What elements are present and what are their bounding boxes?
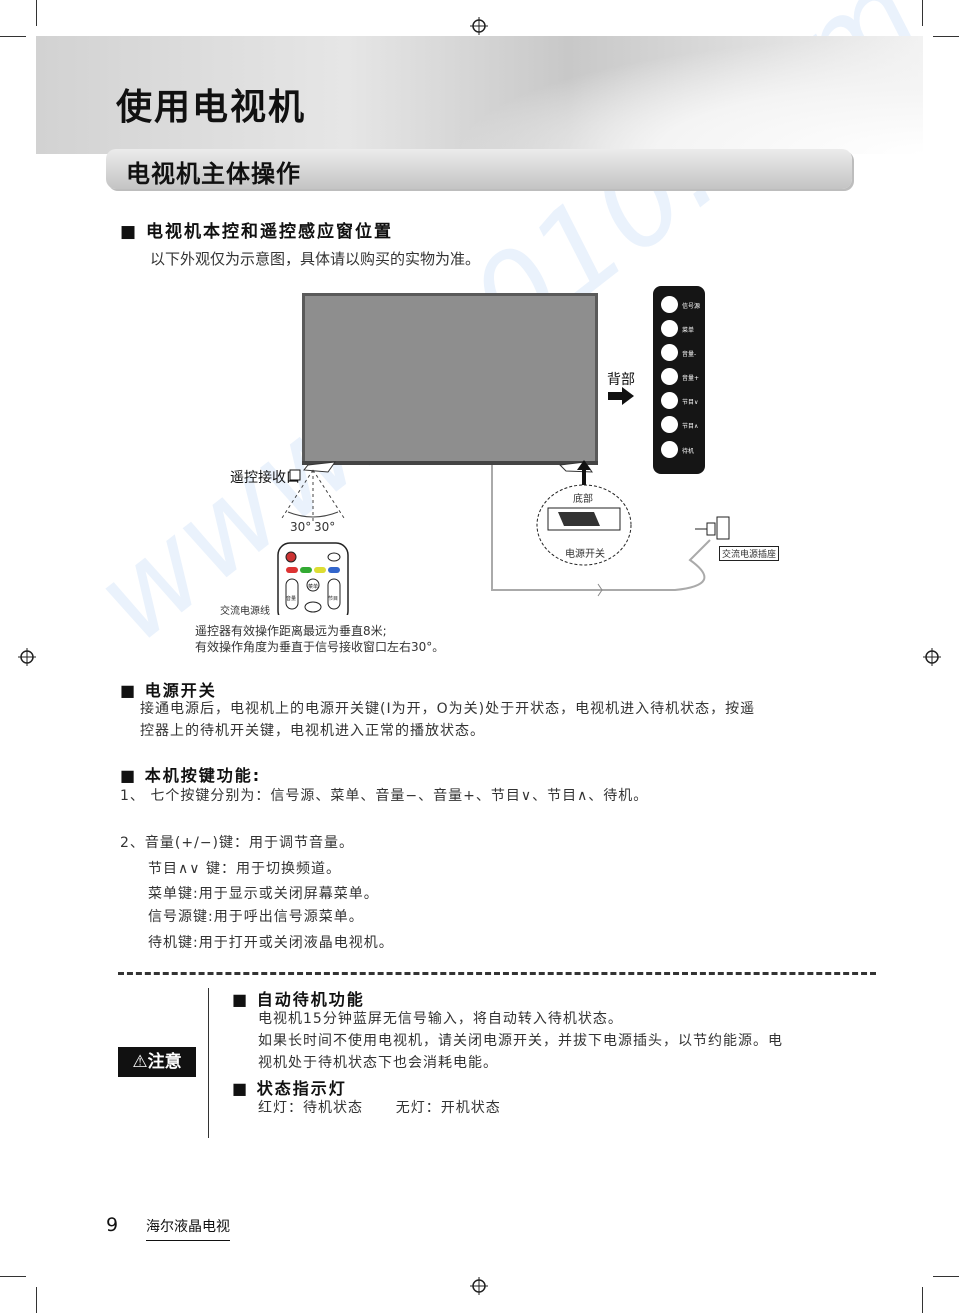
panel-button-label: 菜单 bbox=[682, 327, 695, 334]
crop-mark bbox=[0, 1276, 26, 1277]
remote-control-icon bbox=[277, 542, 349, 615]
section-bar bbox=[106, 149, 852, 189]
panel-button[interactable] bbox=[661, 416, 678, 433]
registration-mark-icon bbox=[470, 17, 488, 35]
panel-button-label: 音量- bbox=[682, 351, 697, 358]
footer-brand: 海尔液晶电视 bbox=[146, 1216, 230, 1241]
angle-right: 30° bbox=[314, 520, 336, 534]
control-panel: 信号源 菜单 音量- 音量+ 节目∨ 节目∧ 待机 bbox=[653, 286, 705, 474]
header-band bbox=[36, 36, 923, 154]
panel-button-label: 节目∧ bbox=[682, 423, 699, 430]
auto-standby-line-1: 电视机15分钟蓝屏无信号输入，将自动转入待机状态。 bbox=[258, 1011, 623, 1027]
crop-mark bbox=[922, 1287, 923, 1313]
power-line-2: 控器上的待机开关键，电视机进入正常的播放状态。 bbox=[140, 723, 485, 739]
crop-mark bbox=[922, 0, 923, 26]
panel-button-label: 信号源 bbox=[682, 303, 701, 310]
auto-standby-heading: ■ 自动待机功能 bbox=[232, 990, 365, 1009]
sensor-heading: ■ 电视机本控和遥控感应窗位置 bbox=[120, 222, 393, 242]
note-badge: ⚠注意 bbox=[118, 1047, 196, 1077]
crop-mark bbox=[0, 36, 26, 37]
crop-mark bbox=[933, 36, 959, 37]
keys-item-2: 2、音量(+/−)键：用于调节音量。 bbox=[120, 835, 355, 851]
sensor-box-icon bbox=[289, 469, 301, 481]
arrow-right-icon bbox=[608, 387, 634, 405]
keys-item-4: 菜单键:用于显示或关闭屏幕菜单。 bbox=[148, 886, 379, 902]
keys-item-6: 待机键:用于打开或关闭液晶电视机。 bbox=[148, 935, 394, 951]
panel-button[interactable] bbox=[661, 368, 678, 385]
tv-bezel-bottom bbox=[302, 461, 598, 465]
crop-mark bbox=[36, 1287, 37, 1313]
angle-left: 30° bbox=[290, 520, 312, 534]
dashed-divider bbox=[118, 972, 876, 975]
page-title: 使用电视机 bbox=[116, 87, 307, 128]
back-label: 背部 bbox=[607, 372, 635, 388]
registration-mark-icon bbox=[470, 1277, 488, 1295]
remote-key-label: 节目 bbox=[328, 596, 339, 602]
remote-sensor-label: 遥控接收口 bbox=[230, 470, 300, 486]
panel-button[interactable] bbox=[661, 296, 678, 313]
power-switch-callout bbox=[536, 484, 632, 566]
auto-standby-line-2: 如果长时间不使用电视机，请关闭电源开关，并拔下电源插头，以节约能源。电 bbox=[258, 1033, 783, 1049]
page-number: 9 bbox=[106, 1214, 119, 1236]
panel-button[interactable] bbox=[661, 392, 678, 409]
panel-button-label: 音量+ bbox=[682, 375, 700, 382]
keys-item-3: 节目∧∨ 键：用于切换频道。 bbox=[148, 861, 341, 877]
keys-item-1: 1、 七个按键分别为：信号源、菜单、音量−、音量+、节目∨、节目∧、待机。 bbox=[120, 788, 649, 804]
auto-standby-line-3: 视机处于待机状态下也会消耗电能。 bbox=[258, 1055, 498, 1071]
crop-mark bbox=[933, 1276, 959, 1277]
registration-mark-icon bbox=[18, 648, 36, 666]
keys-item-5: 信号源键:用于呼出信号源菜单。 bbox=[148, 909, 364, 925]
panel-button[interactable] bbox=[661, 441, 678, 458]
led-heading: ■ 状态指示灯 bbox=[232, 1079, 347, 1098]
vertical-divider bbox=[208, 988, 209, 1138]
power-heading: ■ 电源开关 bbox=[120, 681, 217, 700]
panel-button-label: 待机 bbox=[682, 448, 695, 455]
remote-note-2: 有效操作角度为垂直于信号接收窗口左右30°。 bbox=[195, 640, 445, 654]
remote-note-1: 遥控器有效操作距离最远为垂直8米; bbox=[195, 624, 387, 638]
panel-button-label: 节目∨ bbox=[682, 399, 699, 406]
registration-mark-icon bbox=[923, 648, 941, 666]
tv-diagram-lines bbox=[281, 460, 711, 597]
bottom-label: 底部 bbox=[573, 494, 593, 505]
led-line: 红灯：待机状态 无灯：开机状态 bbox=[258, 1100, 501, 1116]
sensor-intro: 以下外观仅为示意图，具体请以购买的实物为准。 bbox=[150, 250, 481, 268]
power-switch-label: 电源开关 bbox=[565, 549, 605, 560]
panel-button[interactable] bbox=[661, 320, 678, 337]
remote-key-label: 音量 bbox=[286, 596, 297, 602]
section-title: 电视机主体操作 bbox=[126, 160, 301, 188]
crop-mark bbox=[36, 0, 37, 26]
ac-cord-label: 交流电源线 bbox=[220, 606, 270, 617]
power-line-1: 接通电源后，电视机上的电源开关键(I为开，O为关)处于开状态，电视机进入待机状态… bbox=[140, 701, 756, 717]
keys-heading: ■ 本机按键功能: bbox=[120, 766, 262, 785]
panel-button[interactable] bbox=[661, 344, 678, 361]
remote-key-label: 菜单 bbox=[308, 584, 319, 590]
plug-icon bbox=[695, 516, 730, 540]
ac-socket-label: 交流电源插座 bbox=[719, 546, 780, 561]
